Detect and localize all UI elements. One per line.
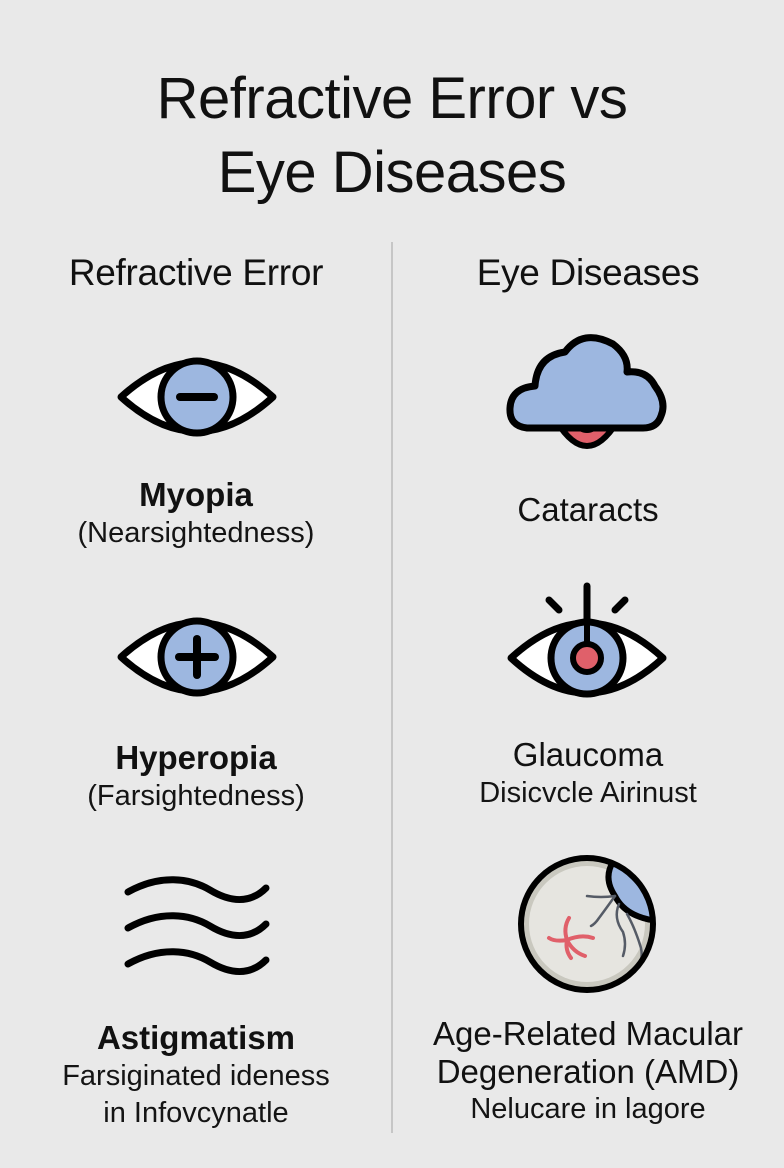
- item-subtitle: (Nearsightedness): [77, 517, 315, 549]
- page-title: Refractive Error vs Eye Diseases: [0, 62, 784, 210]
- item-glaucoma: Glaucoma Disicvcle Airinust: [392, 735, 784, 812]
- item-myopia: Myopia (Nearsightedness): [0, 475, 392, 552]
- eye-plus-icon: [117, 617, 277, 697]
- item-name: Astigmatism: [96, 1019, 296, 1056]
- column-divider: [391, 242, 393, 1133]
- title-line-1: Refractive Error vs: [156, 66, 628, 131]
- item-amd: Age-Related Macular Degeneration (AMD) N…: [392, 1015, 784, 1128]
- item-astigmatism: Astigmatism Farsiginated ideness in Info…: [0, 1018, 392, 1132]
- eye-minus-icon: [117, 357, 277, 437]
- item-cataracts: Cataracts: [392, 490, 784, 530]
- heading-eye-diseases: Eye Diseases: [476, 252, 700, 293]
- item-subtitle: Farsiginated ideness: [62, 1060, 330, 1092]
- item-name-line-2: Degeneration (AMD): [436, 1053, 740, 1090]
- item-name: Glaucoma: [512, 736, 664, 773]
- item-subtitle: (Farsightedness): [87, 780, 305, 812]
- item-hyperopia: Hyperopia (Farsightedness): [0, 738, 392, 815]
- cloudy-lens-icon: [506, 334, 667, 449]
- item-subtitle-line-2: in Infovcynatle: [103, 1097, 289, 1129]
- item-name: Hyperopia: [115, 739, 277, 776]
- heading-refractive-error: Refractive Error: [68, 252, 324, 293]
- item-name: Myopia: [139, 476, 253, 513]
- wavy-lines-icon: [124, 876, 270, 975]
- damaged-retina-icon: [518, 855, 656, 993]
- eye-pressure-icon: [507, 582, 667, 698]
- item-subtitle: Disicvcle Airinust: [479, 777, 697, 809]
- item-name: Cataracts: [517, 491, 659, 528]
- title-line-2: Eye Diseases: [217, 140, 567, 205]
- item-subtitle: Nelucare in lagore: [470, 1093, 706, 1125]
- item-name: Age-Related Macular: [433, 1015, 743, 1052]
